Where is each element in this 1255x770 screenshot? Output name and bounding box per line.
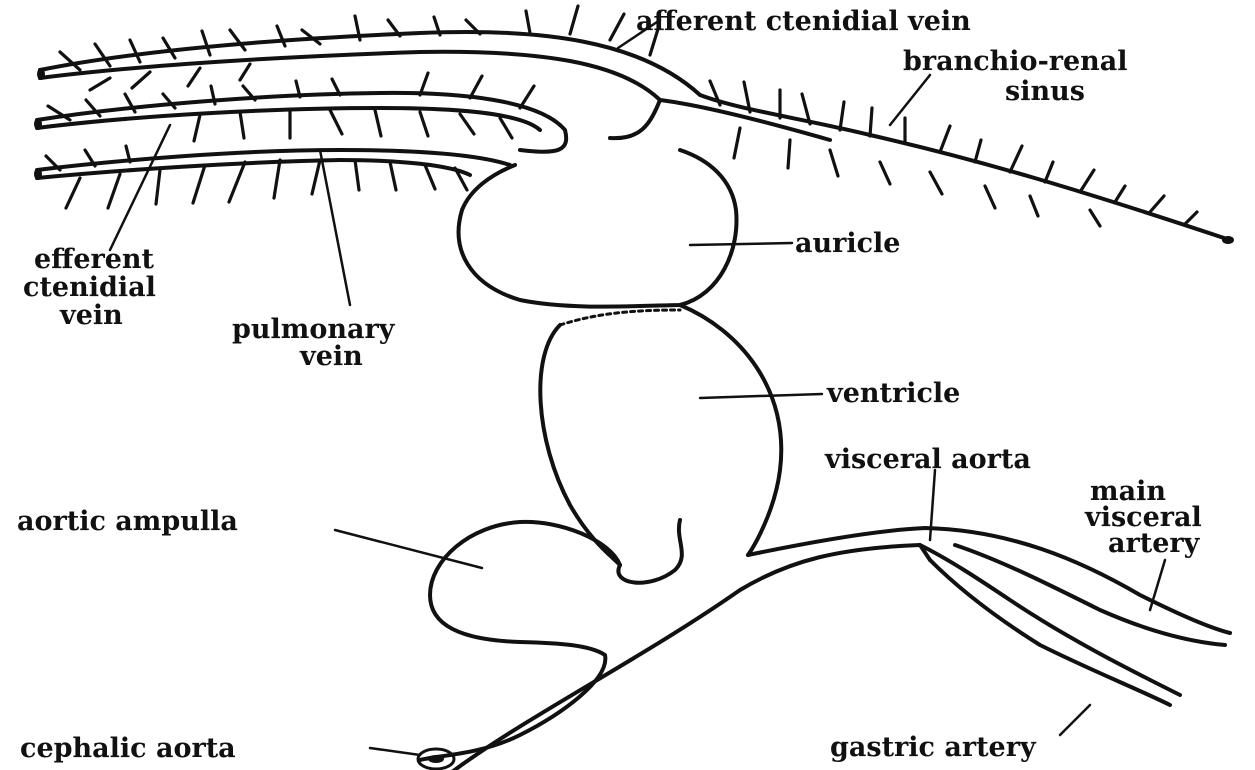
label-efferent-ctenidial-vein-line2: ctenidial: [23, 272, 156, 303]
auricle-chamber: [459, 150, 737, 307]
label-main-visceral-artery-line3: artery: [1108, 528, 1201, 559]
label-cephalic-aorta: cephalic aorta: [20, 733, 236, 764]
label-visceral-aorta: visceral aorta: [824, 444, 1031, 475]
pulmonary-vessel: [34, 150, 510, 180]
efferent-ctenidial-vessel: [34, 93, 566, 152]
label-gastric-artery: gastric artery: [830, 732, 1037, 763]
label-efferent-ctenidial-vein-line1: efferent: [34, 244, 155, 275]
label-afferent-ctenidial-vein: afferent ctenidial vein: [636, 6, 971, 37]
label-efferent-ctenidial-vein-line3: vein: [59, 300, 123, 331]
gill-filaments: [46, 6, 1197, 226]
label-aortic-ampulla: aortic ampulla: [17, 506, 238, 537]
leader-lines: [110, 20, 1165, 755]
label-branchio-renal-sinus-line2: sinus: [1005, 76, 1085, 107]
label-ventricle: ventricle: [826, 378, 960, 409]
label-pulmonary-vein-line2: vein: [299, 341, 363, 372]
label-branchio-renal-sinus-line1: branchio-renal: [903, 46, 1128, 77]
ventricle-chamber: [540, 305, 781, 583]
label-auricle: auricle: [795, 228, 900, 259]
